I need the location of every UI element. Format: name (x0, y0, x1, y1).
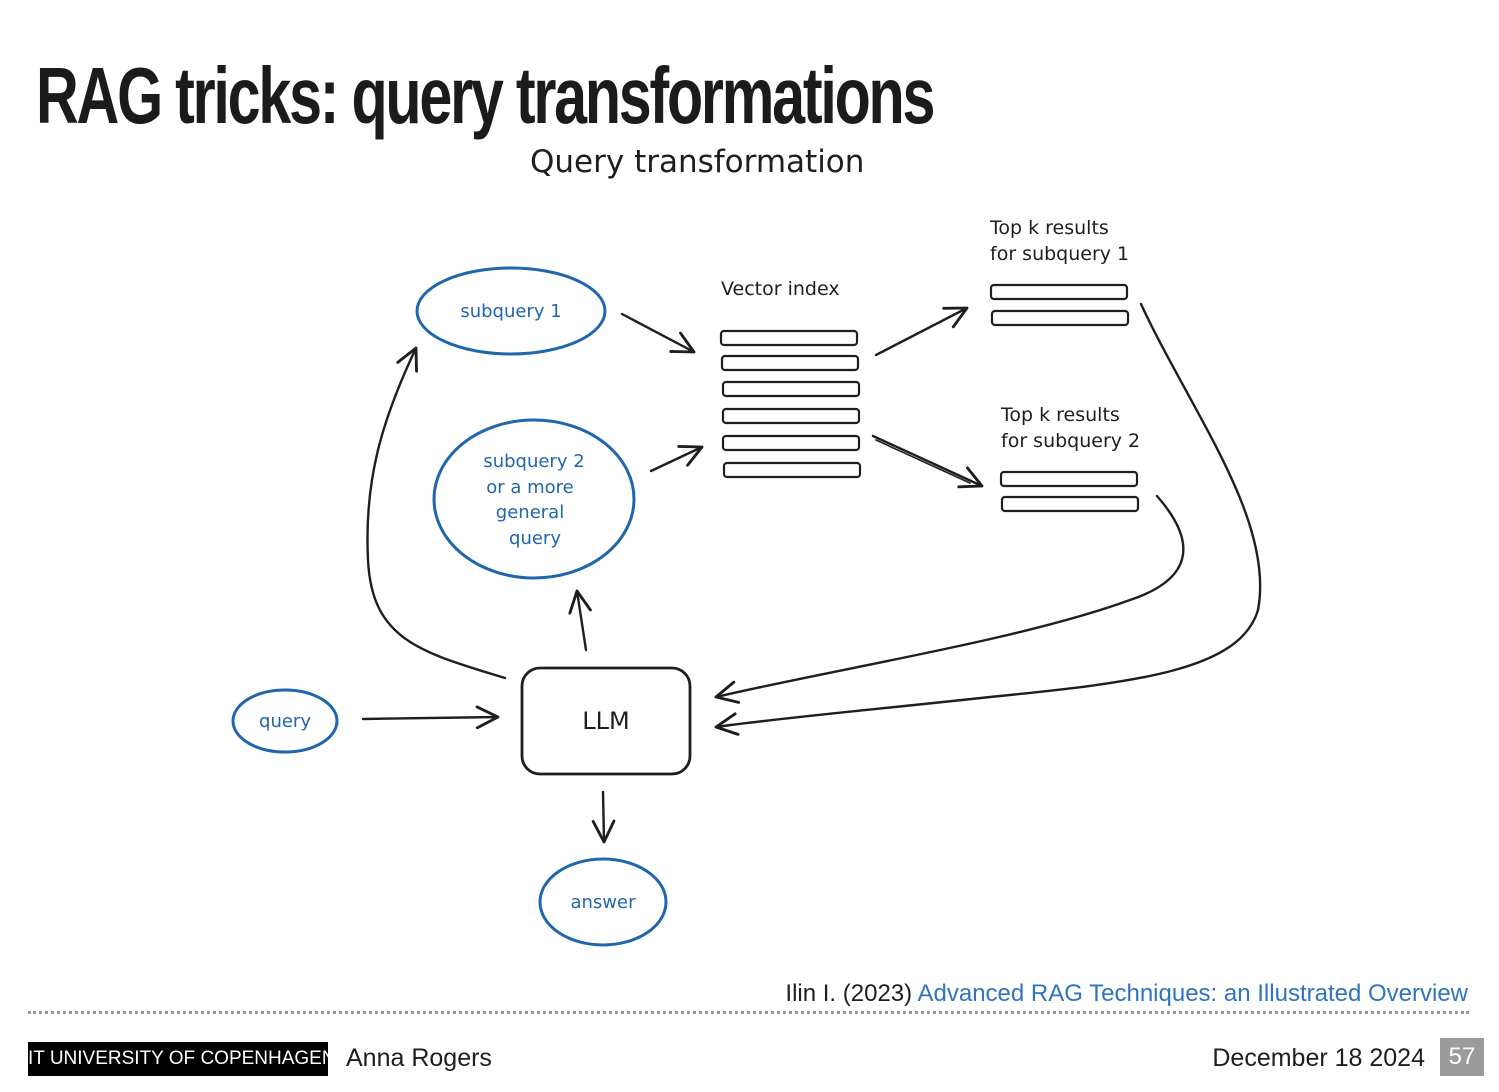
subquery-2-label-line: general (496, 502, 564, 523)
subquery-2-node: subquery 2 or a more general query (432, 418, 636, 580)
arrow-index-to-topk-1 (874, 306, 969, 357)
vector-index-row (721, 407, 861, 425)
vector-index-stack (719, 329, 862, 479)
result-row (999, 470, 1139, 488)
footer-date: December 18 2024 (1212, 1044, 1425, 1072)
citation: Ilin I. (2023) Advanced RAG Techniques: … (785, 980, 1468, 1008)
result-row (989, 283, 1129, 301)
llm-node: LLM (520, 666, 692, 776)
topk-2-label-line: for subquery 2 (1001, 430, 1140, 452)
answer-label: answer (570, 892, 636, 913)
query-label: query (259, 711, 311, 732)
institution-logo: IT UNIVERSITY OF COPENHAGEN (28, 1042, 336, 1076)
arrow-llm-to-answer (591, 790, 616, 844)
vector-index-row (721, 380, 861, 398)
diagram-heading: Query transformation (530, 144, 864, 180)
result-row (1000, 495, 1140, 513)
subquery-1-label: subquery 1 (460, 301, 561, 322)
topk-2-results (999, 470, 1140, 513)
llm-label: LLM (582, 707, 629, 735)
topk-1-label-line: Top k results (989, 217, 1109, 239)
answer-node: answer (538, 857, 668, 947)
slide-title: RAG tricks: query transformations (36, 51, 935, 140)
arrow-llm-to-subquery-2 (568, 589, 592, 652)
topk-1-results (989, 283, 1130, 327)
footer-author: Anna Rogers (346, 1044, 492, 1072)
query-node: query (231, 688, 339, 754)
subquery-2-label-line: query (509, 528, 561, 549)
vector-index-label: Vector index (721, 278, 840, 300)
vector-index-row (719, 329, 859, 347)
arrow-topk-1-to-llm (714, 302, 1262, 736)
arrow-index-to-topk-2 (871, 434, 984, 489)
citation-link[interactable]: Advanced RAG Techniques: an Illustrated … (917, 980, 1468, 1007)
citation-authors: Ilin I. (2023) (785, 980, 913, 1007)
topk-2-label-line: Top k results (1000, 404, 1120, 426)
arrow-topk-2-to-llm (714, 494, 1185, 704)
page-number: 57 (1440, 1038, 1484, 1076)
arrow-subquery-2-to-index (649, 445, 704, 473)
vector-index-row (722, 461, 862, 479)
arrow-llm-to-subquery-1 (366, 346, 507, 680)
arrow-subquery-1-to-index (620, 312, 696, 354)
vector-index-row (720, 354, 860, 372)
subquery-2-label-line: subquery 2 (483, 451, 584, 472)
footer-divider (28, 1011, 1469, 1014)
subquery-2-label-line: or a more (486, 477, 574, 498)
arrow-query-to-llm (361, 705, 500, 730)
subquery-1-node: subquery 1 (415, 266, 607, 356)
topk-1-label-line: for subquery 1 (990, 243, 1129, 265)
vector-index-row (721, 434, 861, 452)
result-row (990, 309, 1130, 327)
